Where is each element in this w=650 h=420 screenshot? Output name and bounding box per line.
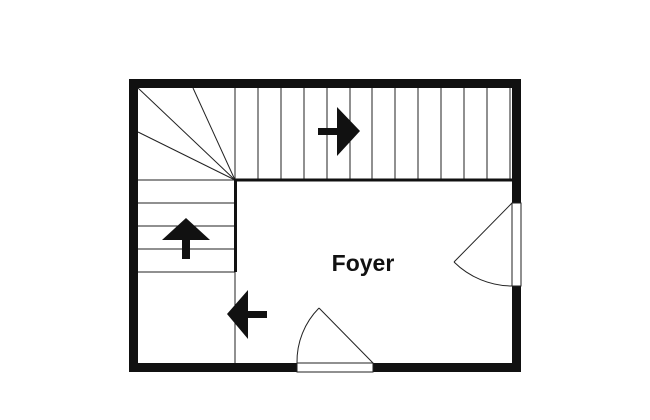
right-door[interactable] (453, 202, 513, 287)
arrow-up-icon (162, 218, 210, 259)
wall-right-bottom (512, 286, 521, 372)
wall-bottom-right (373, 363, 521, 372)
arrow-left-icon (227, 290, 267, 339)
bottom-door-frame (296, 362, 374, 373)
right-door-frame (511, 202, 522, 287)
top-stair-treads (234, 88, 511, 180)
entrance-door[interactable] (296, 307, 374, 364)
arrow-right-icon (318, 107, 360, 156)
wall-bottom-left (129, 363, 297, 372)
walls (129, 79, 521, 372)
staircase (137, 87, 511, 363)
winder-treads (137, 87, 236, 181)
room-label-foyer: Foyer (332, 250, 395, 276)
wall-top (129, 79, 521, 88)
wall-right-top (512, 79, 521, 203)
wall-left (129, 79, 138, 372)
